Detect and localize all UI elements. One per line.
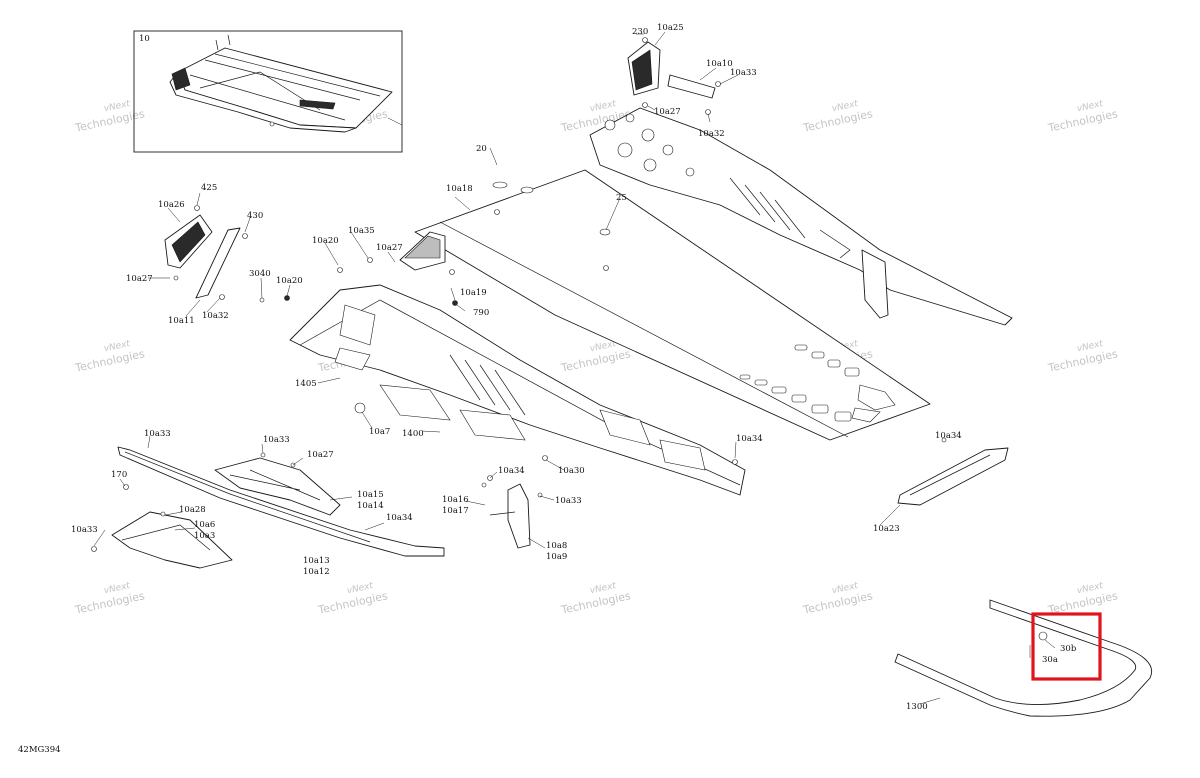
callout-label: 10a30 (558, 466, 585, 476)
callout-label: 10a34 (935, 431, 962, 441)
callout-label: 170 (111, 470, 127, 480)
callout-label: 10a15 (357, 490, 384, 500)
callout-label: 20 (476, 144, 487, 154)
callout-label: 10a20 (312, 236, 339, 246)
callout-label: 10a23 (873, 524, 900, 534)
callout-label: 10a17 (442, 506, 469, 516)
inset-chassis-assembly (169, 34, 393, 133)
tunnel-left-side-rail (289, 284, 746, 496)
callout-label: 1405 (295, 379, 317, 389)
callout-label: 1300 (906, 702, 928, 712)
callout-label: 30b (1060, 644, 1077, 654)
callout-label: 10a27 (376, 243, 403, 253)
callout-label: 10a13 (303, 556, 330, 566)
bumper-mount-shaft (1029, 631, 1048, 658)
inset-label: 10 (139, 34, 150, 44)
callout-label: 10a32 (202, 311, 229, 321)
center-mount-bracket (481, 482, 543, 549)
callout-label: 425 (201, 183, 217, 193)
callout-label: 10a32 (698, 129, 725, 139)
callout-label: 10a8 (546, 541, 567, 551)
callout-label: 10a27 (307, 450, 334, 460)
callout-label: 10a18 (446, 184, 473, 194)
callout-label: 10a33 (730, 68, 757, 78)
callout-label: 10a9 (546, 552, 567, 562)
callout-label: 25 (616, 193, 627, 203)
callout-label: 430 (247, 211, 263, 221)
callout-label: 10a25 (657, 23, 684, 33)
right-runner-bracket (897, 437, 1009, 506)
callout-label: 10a11 (168, 316, 195, 326)
callout-label: 10a33 (263, 435, 290, 445)
callout-label: 10a16 (442, 495, 469, 505)
callout-label: 10a34 (386, 513, 413, 523)
callout-label: 1400 (402, 429, 424, 439)
highlight-box (1031, 612, 1102, 681)
fastener-set (337, 209, 738, 481)
lower-left-slide-rail (117, 446, 445, 557)
callout-label: 10a28 (179, 505, 206, 515)
callout-label: 10a20 (276, 276, 303, 286)
callout-label: 3040 (249, 269, 271, 279)
callout-label: 10a33 (555, 496, 582, 506)
callout-label: 10a27 (654, 107, 681, 117)
left-bracket-assembly (164, 205, 290, 303)
callout-label: 10a7 (369, 427, 390, 437)
callout-labels: 10 230 10a25 10a10 10a33 10a27 10a32 20 … (18, 23, 1077, 755)
callout-label: 10a35 (348, 226, 375, 236)
callout-label: 10a19 (460, 288, 487, 298)
callout-label: 10a34 (498, 466, 525, 476)
center-cross-brace (214, 452, 341, 516)
lower-left-footrest-bracket (91, 484, 233, 569)
callout-label: 10a6 (194, 520, 215, 530)
callout-label: 10a27 (126, 274, 153, 284)
callout-label: 30a (1042, 655, 1058, 665)
callout-label: 10a33 (144, 429, 171, 439)
callout-label: 790 (473, 308, 489, 318)
callout-label: 10a12 (303, 567, 330, 577)
tunnel-top-panel (399, 169, 931, 441)
callout-label: 230 (632, 27, 648, 37)
rear-bracket-assembly (627, 37, 721, 115)
callout-label: 10a3 (194, 531, 215, 541)
callout-label: 10a10 (706, 59, 733, 69)
tunnel-right-side-rail (589, 107, 1013, 326)
drawing-code: 42MG394 (18, 745, 61, 755)
leader-lines (93, 31, 1056, 705)
callout-label: 10a34 (736, 434, 763, 444)
inset-box (133, 30, 403, 153)
rear-bumper (894, 599, 1152, 717)
callout-label: 10a33 (71, 525, 98, 535)
tunnel-cooler-holes (739, 344, 896, 423)
callout-label: 10a14 (357, 501, 384, 511)
callout-label: 10a26 (158, 200, 185, 210)
